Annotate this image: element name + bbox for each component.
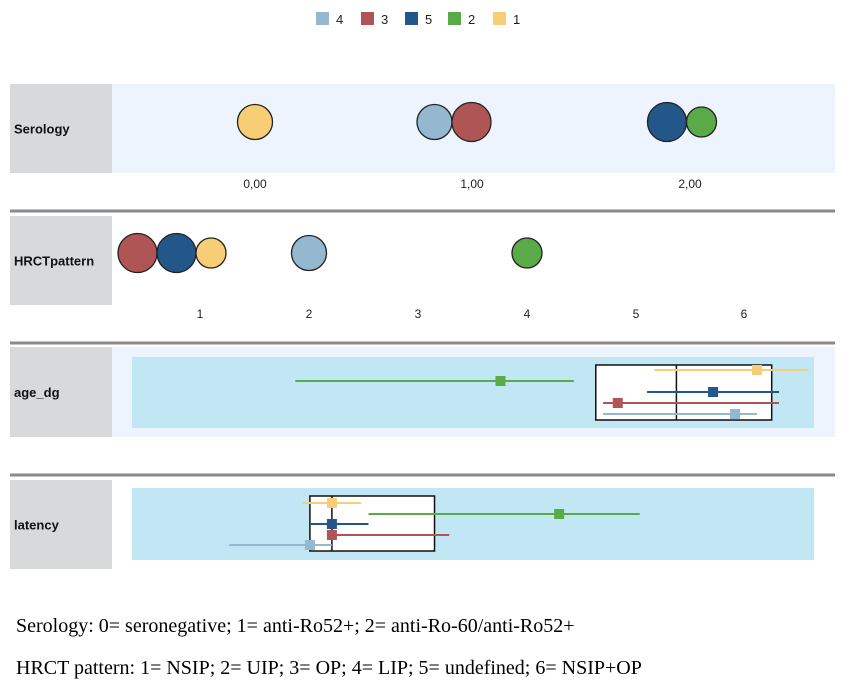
panel-label: latency [14,518,60,533]
axis-tick-label: 0,00 [243,177,267,191]
legend-swatch-2 [448,12,461,25]
bubble-series-1 [195,237,227,269]
bubble-series-3 [451,101,492,143]
bubble-series-1 [236,103,274,141]
panel-age_dg: age_dg [10,347,835,437]
panel-label-box [10,216,112,305]
legend-swatch-5 [405,12,418,25]
panel-label: Serology [14,122,70,137]
marker-series-5 [326,519,337,529]
panel-label: HRCTpattern [14,254,94,269]
panel-label-box [10,347,112,437]
panel-latency: latency [10,480,814,569]
axis-tick-label: 2,00 [678,177,702,191]
serology-caption: Serology: 0= seronegative; 1= anti-Ro52+… [16,615,575,637]
axis-tick-label: 1 [197,307,204,321]
legend-label-5: 5 [425,12,432,27]
hrct-caption: HRCT pattern: 1= NSIP; 2= UIP; 3= OP; 4=… [16,657,642,679]
axis-tick-label: 1,00 [460,177,484,191]
axis-tick-label: 3 [415,307,422,321]
marker-series-5 [708,387,719,397]
legend-label-2: 2 [468,12,475,27]
axis-tick-label: 2 [306,307,313,321]
marker-series-1 [326,498,337,508]
panel-label: age_dg [14,385,60,400]
legend-label-4: 4 [336,12,343,27]
bubble-series-4 [416,103,453,141]
panel-plot-area [132,488,814,560]
bubble-series-2 [685,106,718,138]
axis-tick-label: 6 [741,307,748,321]
bubble-series-5 [156,232,197,274]
marker-series-3 [612,398,623,408]
panel-label-box [10,84,112,173]
legend-label-1: 1 [513,12,520,27]
bubble-series-3 [117,232,158,274]
legend-swatch-1 [493,12,506,25]
axis-tick-label: 4 [524,307,531,321]
panel-hrctpattern: HRCTpattern 1 2 3 4 5 6 [10,216,748,321]
marker-series-3 [326,530,337,540]
legend: 4 3 5 2 1 [316,12,520,27]
legend-swatch-3 [361,12,374,25]
legend-swatch-4 [316,12,329,25]
bubble-series-2 [511,237,543,269]
panel-label-box [10,480,112,569]
panel-serology: Serology 0,00 1,00 2,00 [10,84,835,191]
panel-separators [10,209,835,477]
axis-tick-label: 5 [633,307,640,321]
bubble-series-4 [290,234,328,272]
marker-series-2 [554,509,565,519]
marker-series-4 [304,540,315,550]
marker-series-4 [730,409,741,419]
marker-series-1 [752,365,763,375]
bubble-series-5 [646,101,688,143]
marker-series-2 [495,376,506,386]
legend-label-3: 3 [381,12,388,27]
